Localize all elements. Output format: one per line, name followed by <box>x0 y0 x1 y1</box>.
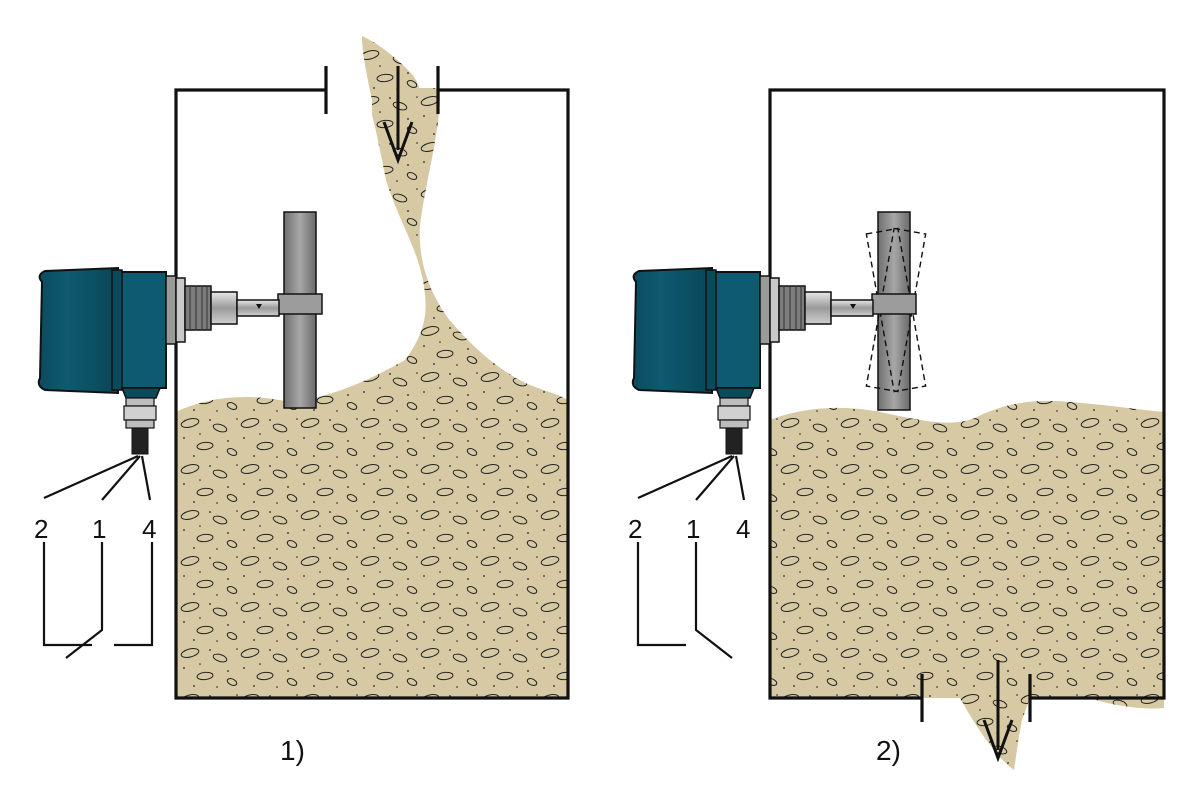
terminal-label-2: 2 <box>34 514 48 544</box>
paddle-hub-2 <box>871 293 917 315</box>
vessel-wall-1 <box>174 88 570 700</box>
wiring-1 <box>42 454 154 659</box>
panel-caption-1: 1) <box>280 735 305 766</box>
panel-2: 2 1 4 2) <box>628 88 1166 770</box>
wiring-2 <box>636 454 746 659</box>
terminal-label-2: 2 <box>628 514 642 544</box>
granule-texture-2 <box>770 400 1164 770</box>
panel-caption-2: 2) <box>876 735 901 766</box>
terminal-label-4: 4 <box>142 514 156 544</box>
flow-arrow-down-icon <box>382 66 414 165</box>
terminal-label-4: 4 <box>736 514 750 544</box>
vessel-wall-2 <box>768 88 1166 700</box>
paddle-hub-1 <box>277 293 323 315</box>
terminal-label-1: 1 <box>92 514 106 544</box>
terminal-label-1: 1 <box>686 514 700 544</box>
outflow-arrow-down-icon <box>982 660 1014 763</box>
granule-texture-1 <box>176 88 568 698</box>
panel-1: 2 1 4 1) <box>34 36 570 766</box>
